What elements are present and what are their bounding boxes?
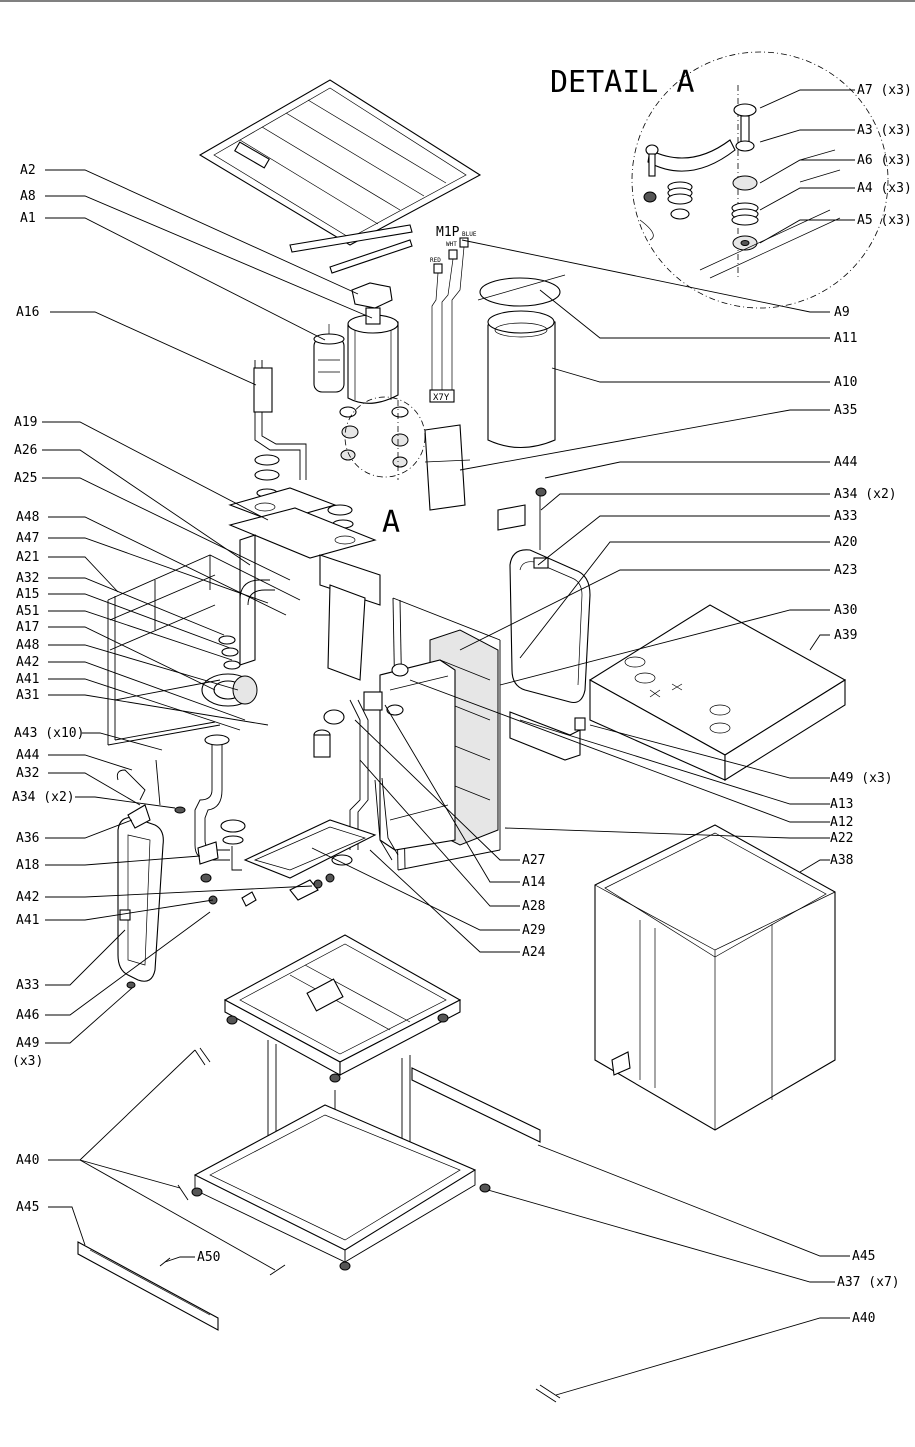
- callout-a37: A37 (x7): [837, 1275, 900, 1290]
- svg-text:RED: RED: [430, 257, 441, 264]
- callout-a10: A10: [834, 375, 857, 390]
- svg-text:WHT: WHT: [446, 241, 457, 248]
- callout-a46: A46: [16, 1008, 39, 1023]
- callout-a27: A27: [522, 853, 545, 868]
- callout-a49-left-qty: (x3): [12, 1054, 43, 1069]
- callout-a34-right: A34 (x2): [834, 487, 897, 502]
- callout-a33-right: A33: [834, 509, 857, 524]
- callout-a39: A39: [834, 628, 857, 643]
- compressor-group: A: [313, 282, 426, 540]
- callout-labels: A7 (x3) A3 (x3) A6 (x3) A4 (x3) A5 (x3) …: [12, 83, 912, 1326]
- drain-pan: [243, 819, 377, 879]
- callout-a22: A22: [830, 831, 853, 846]
- callout-a40-left: A40: [16, 1153, 39, 1168]
- callout-a44-right: A44: [834, 455, 858, 470]
- callout-a43: A43 (x10): [14, 726, 84, 741]
- heat-exchanger: [363, 597, 501, 871]
- callout-a11: A11: [834, 331, 857, 346]
- callout-a41-low: A41: [16, 913, 39, 928]
- top-cover: [588, 604, 847, 781]
- detail-a-group: DETAIL A: [550, 51, 889, 309]
- callout-a42-top: A42: [16, 655, 39, 670]
- callout-a48-top: A48: [16, 510, 39, 525]
- top-frame: [198, 79, 482, 274]
- callout-a15: A15: [16, 587, 39, 602]
- callout-a31: A31: [16, 688, 39, 703]
- callout-a19: A19: [14, 415, 37, 430]
- callout-a12: A12: [830, 815, 853, 830]
- insulation-jacket: [424, 274, 566, 511]
- outer-casing: [594, 824, 836, 1131]
- callout-a23: A23: [834, 563, 857, 578]
- callout-a20: A20: [834, 535, 857, 550]
- callout-a2: A2: [20, 163, 36, 178]
- callout-a21: A21: [16, 550, 39, 565]
- callout-a29: A29: [522, 923, 545, 938]
- callout-a50: A50: [197, 1250, 220, 1265]
- callout-a26: A26: [14, 443, 37, 458]
- callout-a35: A35: [834, 403, 857, 418]
- callout-a24: A24: [522, 945, 546, 960]
- detail-a-marker: A: [382, 505, 400, 540]
- svg-text:BLUE: BLUE: [462, 231, 477, 238]
- callout-a34-left: A34 (x2): [12, 790, 75, 805]
- callout-a25: A25: [14, 471, 37, 486]
- callout-a3: A3 (x3): [857, 123, 912, 138]
- wiring-code: M1P: [436, 225, 460, 240]
- callout-a48-mid: A48: [16, 638, 39, 653]
- callout-a1: A1: [20, 211, 36, 226]
- callout-a14: A14: [522, 875, 546, 890]
- callout-a32-top: A32: [16, 571, 39, 586]
- expansion-vessel: [497, 487, 591, 761]
- leader-lines: [42, 89, 855, 1396]
- wiring-harness: M1P BLUE WHT RED X7Y: [429, 225, 477, 403]
- wiring-connector: X7Y: [433, 393, 450, 403]
- callout-a17: A17: [16, 620, 39, 635]
- callout-a7: A7 (x3): [857, 83, 912, 98]
- callout-a18: A18: [16, 858, 39, 873]
- callout-a8: A8: [20, 189, 36, 204]
- callout-a41-top: A41: [16, 672, 39, 687]
- callout-a49-right: A49 (x3): [830, 771, 893, 786]
- piping-assembly: [194, 360, 381, 907]
- callout-a42-low: A42: [16, 890, 39, 905]
- callout-a49-left: A49: [16, 1036, 39, 1051]
- callout-a9: A9: [834, 305, 850, 320]
- callout-a40-right: A40: [852, 1311, 875, 1326]
- callout-a33-left: A33: [16, 978, 39, 993]
- detail-a-title: DETAIL A: [550, 65, 695, 100]
- callout-a13: A13: [830, 797, 853, 812]
- callout-a45-left: A45: [16, 1200, 39, 1215]
- callout-a36: A36: [16, 831, 39, 846]
- callout-a5: A5 (x3): [857, 213, 912, 228]
- callout-a47: A47: [16, 531, 39, 546]
- callout-a44-left: A44: [16, 748, 40, 763]
- callout-a45-right: A45: [852, 1249, 875, 1264]
- callout-a6: A6 (x3): [857, 153, 912, 168]
- base-stand: [77, 934, 561, 1403]
- callout-a28: A28: [522, 899, 545, 914]
- callout-a4: A4 (x3): [857, 181, 912, 196]
- callout-a32-low: A32: [16, 766, 39, 781]
- callout-a30: A30: [834, 603, 857, 618]
- detail-a-circle: [631, 51, 889, 309]
- callout-a16: A16: [16, 305, 39, 320]
- callout-a51: A51: [16, 604, 39, 619]
- left-frame: [107, 554, 301, 746]
- lower-vessel: [116, 759, 186, 989]
- callout-a38: A38: [830, 853, 853, 868]
